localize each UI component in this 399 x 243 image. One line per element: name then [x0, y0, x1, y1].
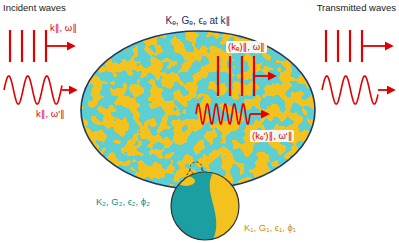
zoom-phase-one — [210, 171, 242, 242]
sine-wave — [4, 76, 62, 104]
zoom-circle — [171, 172, 239, 240]
ellipse-region: Kₑ, Gₑ, ϵₑ at k∥ — [80, 14, 316, 190]
ellipse-outline — [80, 14, 316, 190]
wavefront-line — [349, 30, 351, 62]
propagation-arrow — [46, 45, 74, 47]
wavefront-line — [33, 30, 35, 62]
phase-two-pattern — [80, 14, 316, 190]
wavefront-line — [229, 56, 231, 96]
wave-label: (kₑ')∥, ω'∥ — [250, 130, 294, 142]
wavefront-line — [325, 30, 327, 62]
propagation-arrow — [254, 75, 275, 77]
propagation-arrow — [362, 45, 392, 47]
wave-label: k∥, ω∥ — [50, 22, 77, 34]
wavefront-line — [217, 56, 219, 96]
wavefront-line — [9, 30, 11, 62]
phase-label: K₁, G₁, ϵ₁, ϕ₁ — [244, 222, 296, 234]
phase-one-fill — [80, 14, 316, 190]
propagation-arrow — [62, 89, 76, 91]
caption-label: Transmitted waves — [317, 2, 396, 14]
ellipse-border — [81, 31, 315, 189]
wave-label: (kₑ)∥, ω∥ — [226, 41, 267, 53]
sine-wave — [322, 76, 378, 104]
wavefront-line — [241, 56, 243, 96]
wave-label: k∥, ω'∥ — [36, 108, 65, 120]
sine-wave — [196, 104, 250, 124]
propagation-arrow — [250, 113, 268, 115]
region-heading: Kₑ, Gₑ, ϵₑ at k∥ — [80, 14, 316, 27]
wavefront-line — [337, 30, 339, 62]
phase-label: K₂, G₂, ϵ₂, ϕ₂ — [96, 196, 150, 208]
propagation-arrow — [378, 89, 394, 91]
caption-label: Incident waves — [3, 2, 66, 14]
wavefront-line — [21, 30, 23, 62]
